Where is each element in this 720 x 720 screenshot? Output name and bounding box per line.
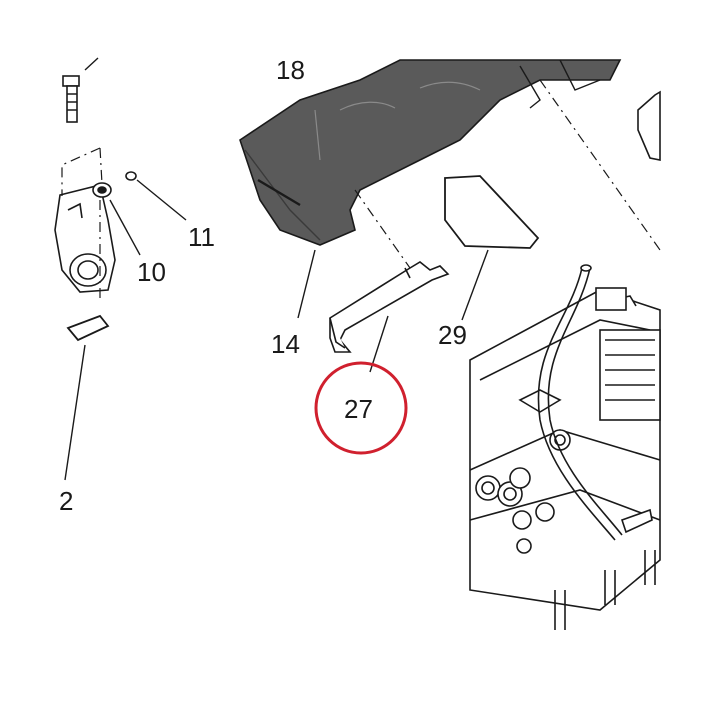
small-cap-part: [637, 90, 661, 161]
bolt-part: [62, 75, 80, 123]
callout-2[interactable]: 2: [59, 486, 74, 516]
coolant-hose: [537, 264, 653, 541]
callout-14[interactable]: 14: [271, 329, 300, 359]
callout-10[interactable]: 10: [137, 257, 166, 287]
engine-assembly: [469, 287, 661, 630]
callout-18[interactable]: 18: [276, 55, 305, 85]
callout-27[interactable]: 27: [344, 394, 373, 424]
callout-11[interactable]: 11: [188, 222, 215, 252]
callout-29[interactable]: 29: [438, 320, 467, 350]
left-mount-bracket: [54, 184, 116, 293]
assembly-lines: [61, 79, 661, 300]
highlight-ring-27: [314, 361, 408, 455]
washer-parts: [92, 171, 137, 198]
part-2-block: [66, 314, 110, 342]
part-29-plate: [444, 175, 540, 249]
dark-cover: [239, 59, 622, 246]
part-27-bracket: [329, 261, 450, 353]
leader-lines: [64, 57, 489, 481]
